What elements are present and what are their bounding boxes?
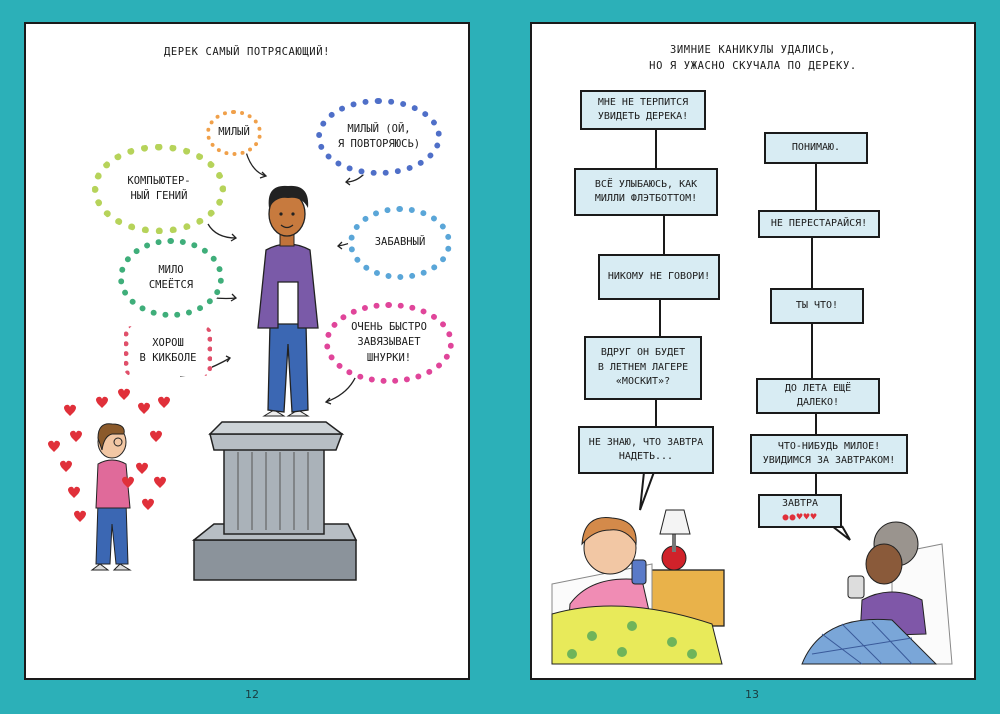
message-left-4: Вдруг он будет в летнем лагере «Москит»? <box>584 336 702 400</box>
bubble-kickball: Хорош в кикболе <box>124 326 212 376</box>
left-page: Дерек самый потрясающий! <box>24 22 470 680</box>
pedestal <box>191 421 358 581</box>
message-left-5: Не знаю, что завтра надеть... <box>578 426 714 474</box>
message-left-2-text: Всё улыбаюсь, как Милли Флэтботтом! <box>594 178 698 205</box>
message-right-6: Завтра ●●♥♥♥ <box>758 494 842 528</box>
message-right-3: Ты что! <box>770 288 864 324</box>
message-right-6-text: Завтра <box>781 497 819 509</box>
hearts <box>48 388 170 522</box>
girl-in-bed <box>551 517 723 665</box>
right-page-title-line2: но я ужасно скучала по Дереку. <box>649 60 857 72</box>
bubble-funny: Забавный <box>348 206 452 280</box>
right-page: Зимние каникулы удались, но я ужасно ску… <box>530 22 976 680</box>
bubble-cute-text: Милый <box>218 126 250 139</box>
left-page-title: Дерек самый потрясающий! <box>163 46 331 58</box>
bubble-laughs-cute: Мило смеётся <box>118 238 224 318</box>
message-right-5-text: Что-нибудь милое! Увидимся за завтраком! <box>762 440 896 467</box>
message-right-2-text: Не перестарайся! <box>770 217 868 229</box>
bubble-ties-shoelaces: Очень быстро завязывает шнурки! <box>324 302 454 384</box>
message-left-4-text: Вдруг он будет в летнем лагере «Москит»? <box>597 347 689 388</box>
page-number-left: 12 <box>245 688 259 701</box>
message-right-1: Понимаю. <box>764 132 868 164</box>
bubble-laughs-cute-text: Мило смеётся <box>148 263 194 291</box>
message-left-2: Всё улыбаюсь, как Милли Флэтботтом! <box>574 168 718 216</box>
message-left-3: Никому не говори! <box>598 254 720 300</box>
page-number-right: 13 <box>745 688 759 701</box>
girl-figure <box>90 423 132 571</box>
message-right-3-text: Ты что! <box>795 299 839 311</box>
message-right-4-text: До лета ещё далеко! <box>784 382 852 409</box>
bubble-funny-text: Забавный <box>374 236 426 249</box>
message-right-4: До лета ещё далеко! <box>756 378 880 414</box>
bubble-kickball-text: Хорош в кикболе <box>139 336 197 364</box>
right-illustration <box>551 128 953 665</box>
message-right-1-text: Понимаю. <box>791 141 841 153</box>
message-left-1: Мне не терпится увидеть Дерека! <box>580 90 706 130</box>
grandmother-in-bed <box>801 521 953 665</box>
bubble-cute: Милый <box>206 110 262 156</box>
bubble-cute-repeat: Милый (ой, я повторяюсь) <box>316 98 442 176</box>
nightstand-lamp <box>647 509 725 627</box>
message-right-2: Не перестарайся! <box>758 210 880 238</box>
left-illustration <box>48 151 365 581</box>
message-right-5: Что-нибудь милое! Увидимся за завтраком! <box>750 434 908 474</box>
right-page-title-line1: Зимние каникулы удались, <box>669 44 837 56</box>
bubble-computer-genius-text: Компьютер- ный гений <box>127 174 191 202</box>
bubble-ties-shoelaces-text: Очень быстро завязывает шнурки! <box>351 321 427 364</box>
message-left-3-text: Никому не говори! <box>607 270 711 282</box>
message-left-5-text: Не знаю, что завтра надеть... <box>588 436 704 463</box>
emoji-tomato-hearts-icon: ●●♥♥♥ <box>782 512 818 523</box>
message-left-1-text: Мне не терпится увидеть Дерека! <box>597 96 689 123</box>
derek-figure <box>257 185 319 417</box>
bubble-cute-repeat-text: Милый (ой, я повторяюсь) <box>337 122 421 150</box>
bubble-computer-genius: Компьютер- ный гений <box>92 144 226 234</box>
